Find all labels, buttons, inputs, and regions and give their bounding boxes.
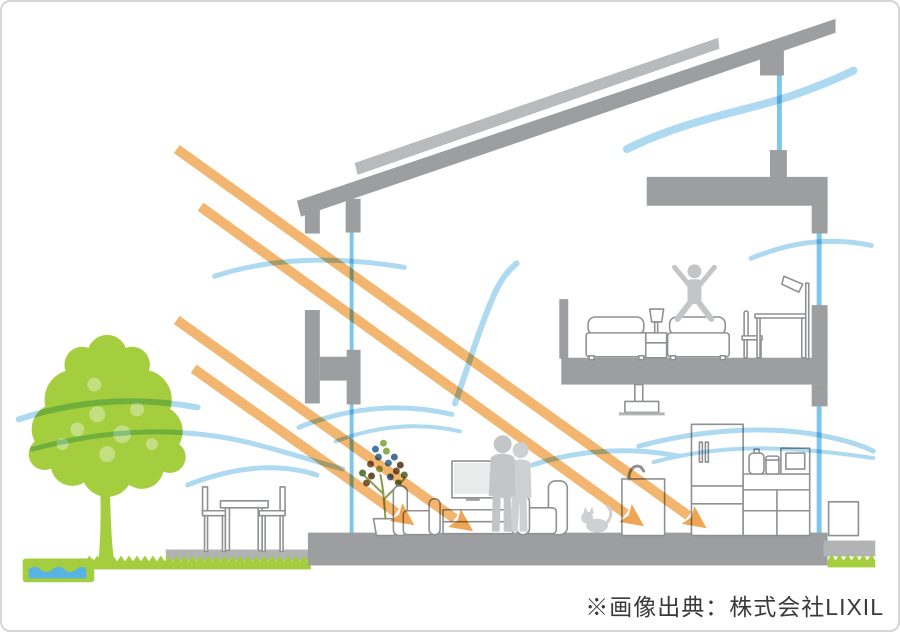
garden-paver: [165, 549, 309, 561]
wind-line-living-1: [296, 405, 455, 430]
right-upper-window-glass: [816, 233, 822, 307]
wind-line-kitchen-2: [651, 446, 876, 465]
kettle: [748, 448, 765, 475]
wind-line-tree-upper: [15, 398, 201, 423]
bed-1: [585, 316, 649, 361]
pond: [22, 558, 95, 583]
person-1: [488, 435, 516, 532]
wind-line-living-3: [529, 448, 682, 468]
plant-pot: [372, 517, 399, 537]
tv-stand: [465, 497, 480, 501]
tv-screen: [453, 463, 492, 494]
wind-line-living-2: [333, 424, 462, 444]
bed-2: [666, 316, 731, 361]
wind-line-upper-window: [212, 257, 407, 279]
left-eave-post: [345, 198, 361, 233]
wind-line-kitchen-1: [636, 427, 876, 454]
garden-chair-right: [258, 486, 286, 553]
tv: [451, 460, 495, 501]
sun-ray-4: [190, 364, 400, 517]
garden-furniture: [201, 486, 286, 553]
microwave: [780, 447, 811, 475]
clerestory-sill: [769, 150, 787, 178]
tree: [28, 334, 186, 567]
child-silhouette: [672, 264, 717, 322]
wind-line-clerestory: [622, 66, 858, 154]
silhouettes: [488, 264, 717, 533]
lawn: [85, 555, 311, 570]
wind-line-bedroom: [748, 238, 874, 261]
house-structure: [296, 18, 836, 566]
sun-arrow-1: [681, 506, 707, 529]
desk: [754, 313, 810, 359]
right-wall-mid: [811, 305, 828, 360]
pendant-light: [618, 383, 665, 416]
left-eave-wall: [304, 208, 320, 234]
tree-crown: [28, 334, 186, 497]
garden-chair-left: [201, 486, 230, 553]
right-lower-window-glass: [816, 406, 822, 534]
lawn-right: [827, 554, 876, 568]
bedroom-left-wall: [559, 299, 569, 359]
right-wall-upper: [811, 204, 828, 234]
upper-roof-panel: [354, 37, 720, 175]
right-wall-lower: [811, 384, 828, 407]
second-floor-slab: [561, 357, 828, 385]
wind-line-tree-lower: [30, 429, 346, 472]
parapet-wall: [646, 176, 828, 206]
main-roof: [296, 18, 836, 217]
sun-ray-1: [173, 145, 692, 520]
garden: [22, 334, 311, 583]
pond-water: [28, 566, 87, 579]
canister: [765, 455, 780, 475]
wind-flows: [15, 66, 876, 488]
outdoor-pad: [823, 540, 876, 557]
garden-table: [219, 500, 269, 552]
interior-furniture: [359, 275, 876, 568]
cat-silhouette: [581, 505, 613, 533]
sun-arrow-3: [448, 509, 474, 532]
image-source-caption: ※画像出典：株式会社LIXIL: [585, 594, 884, 620]
table-lamp: [648, 308, 665, 323]
outdoor-unit: [827, 501, 860, 537]
sun-arrow-2: [619, 504, 645, 527]
wind-line-rising: [451, 260, 520, 407]
kitchen-counter: [742, 473, 811, 537]
left-mid-wall: [304, 310, 361, 405]
floor-lamp: [781, 275, 810, 360]
sun-ray-2: [197, 202, 629, 518]
wind-line-garden: [185, 465, 320, 488]
nightstand: [644, 308, 668, 359]
sun-arrow-4: [389, 503, 415, 526]
ground-floor-slab: [307, 532, 828, 566]
clerestory-window-glass: [776, 75, 782, 152]
